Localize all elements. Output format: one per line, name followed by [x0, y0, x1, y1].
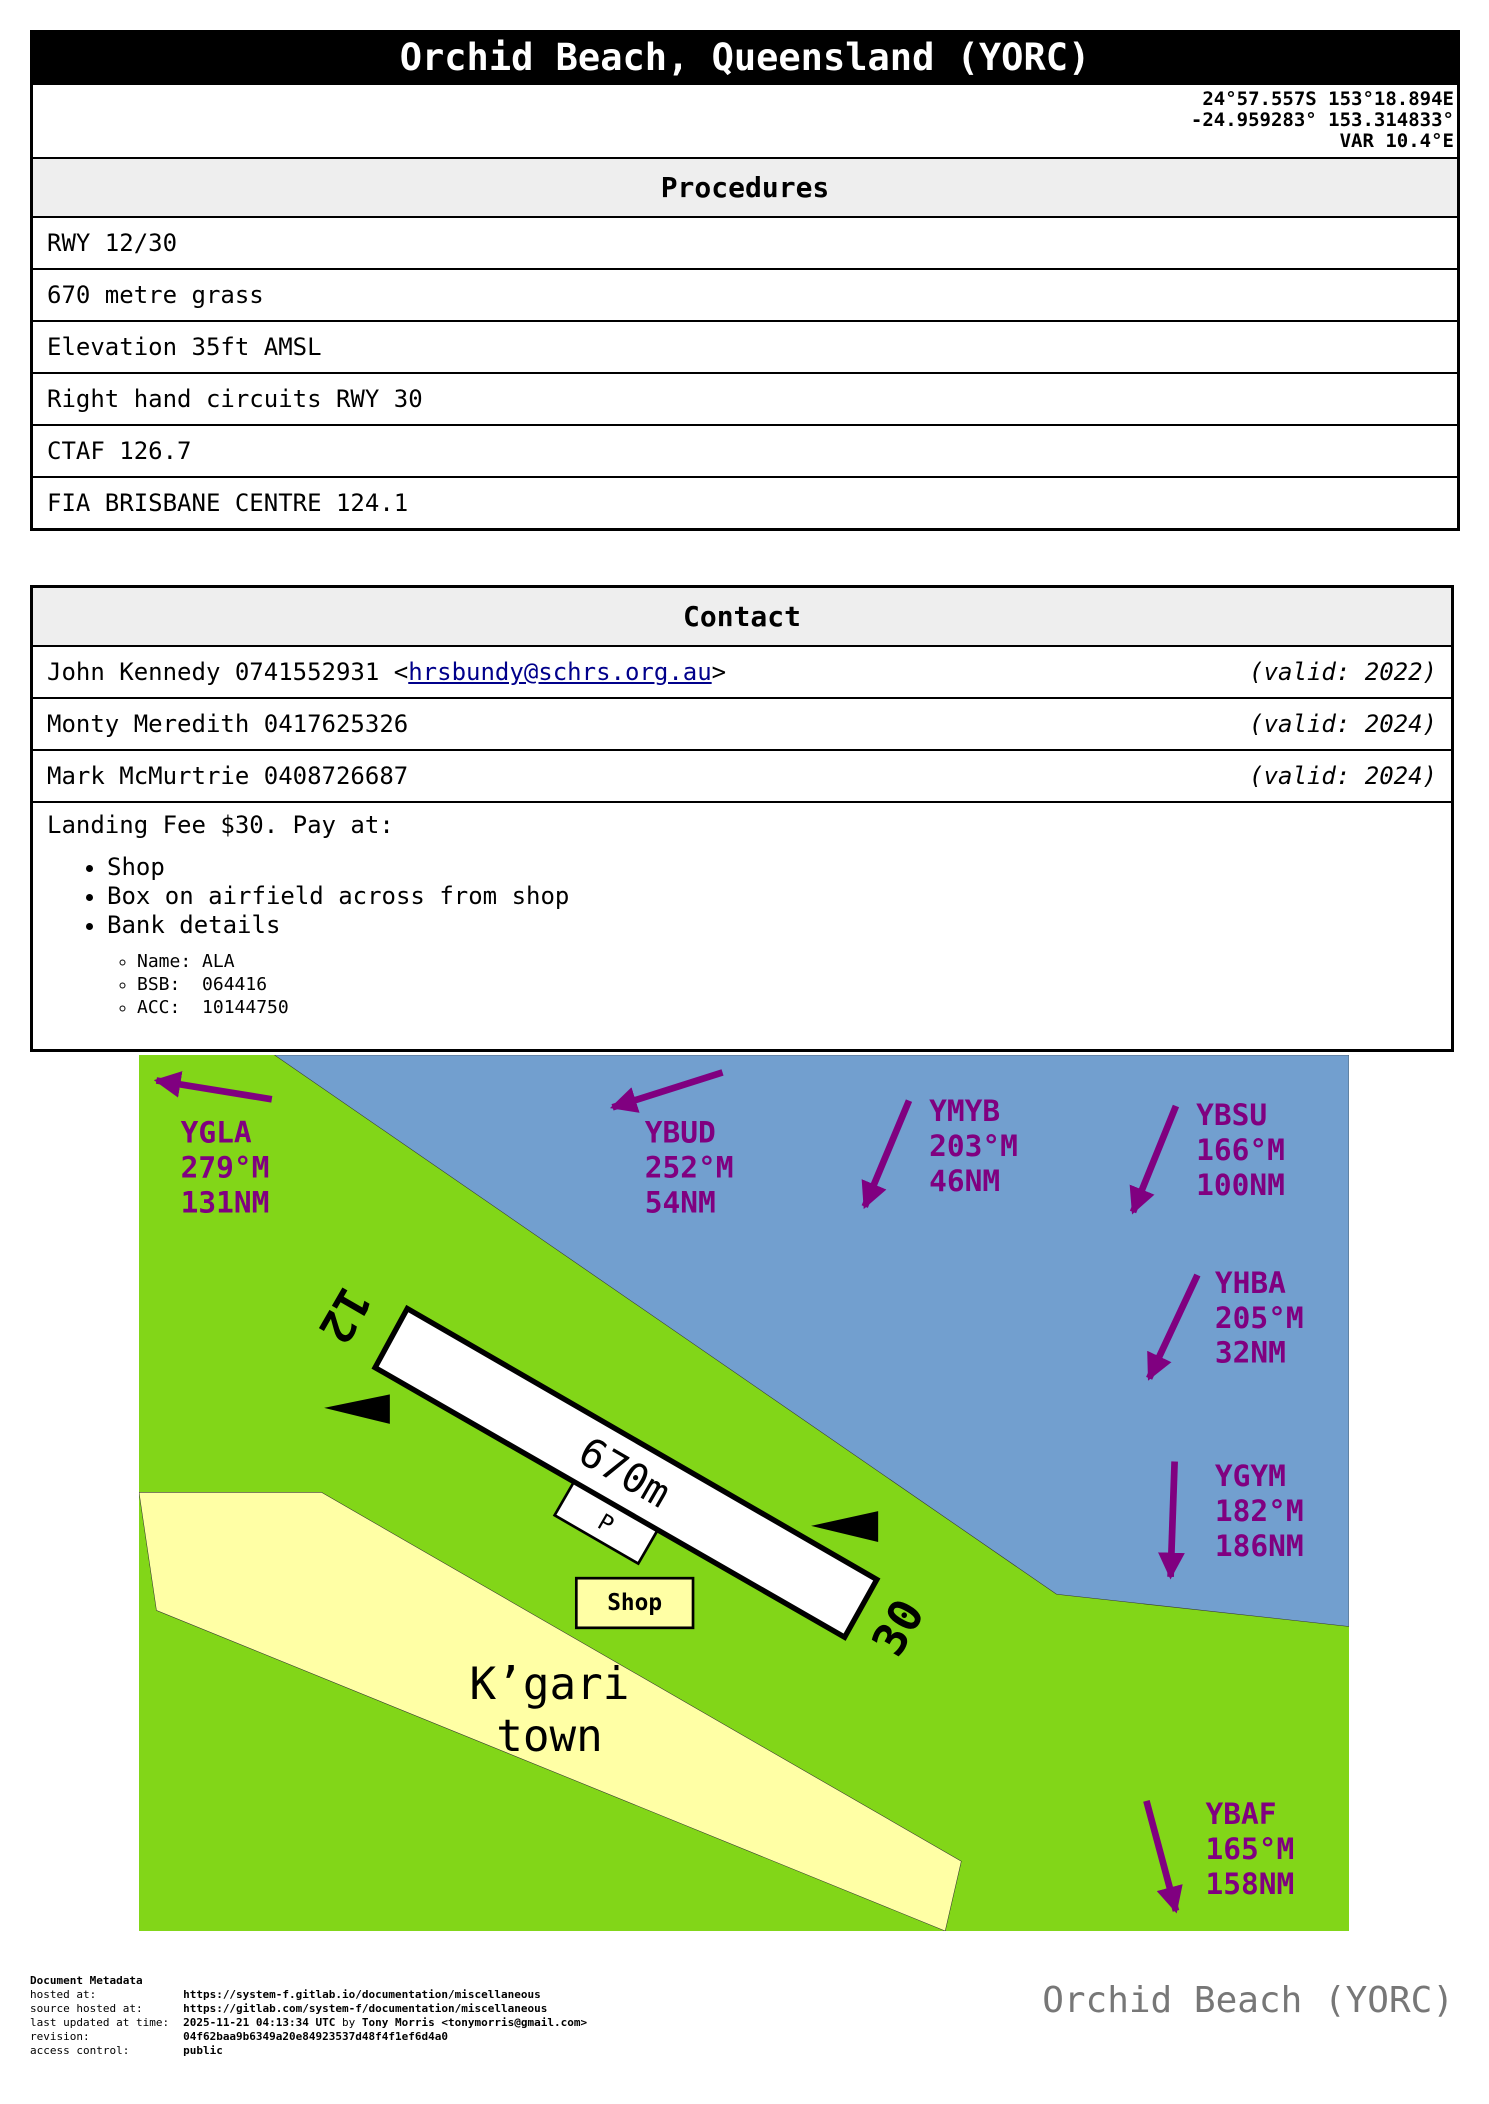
nav-dist-label: 158NM [1205, 1867, 1294, 1901]
procedure-row: 670 metre grass [33, 268, 1457, 320]
nav-arrow-icon [1143, 1799, 1183, 1914]
hosted-at-link[interactable]: https://system-f.gitlab.io/documentation… [183, 1988, 541, 2001]
contact-row: Monty Meredith 0417625326 (valid: 2024) [33, 697, 1451, 749]
procedure-text: 670 metre grass [47, 281, 264, 309]
magnetic-variation: VAR 10.4°E [1339, 130, 1454, 152]
nav-brg-label: 279°M [181, 1151, 270, 1185]
bank-acc: ACC: 10144750 [137, 996, 1437, 1019]
nav-brg-label: 182°M [1215, 1494, 1304, 1528]
coords-decimal: -24.959283° 153.314833° [1190, 109, 1454, 131]
procedure-row: Right hand circuits RWY 30 [33, 372, 1457, 424]
procedure-row: CTAF 126.7 [33, 424, 1457, 476]
procedure-text: CTAF 126.7 [47, 437, 192, 465]
circuit-direction-icon [324, 1394, 390, 1424]
procedure-row: Elevation 35ft AMSL [33, 320, 1457, 372]
procedure-row: RWY 12/30 [33, 216, 1457, 268]
nav-id-label: YBUD [645, 1116, 716, 1150]
contact-valid: (valid: 2024) [1249, 710, 1437, 738]
nav-dist-label: 54NM [645, 1185, 716, 1219]
nav-brg-label: 252°M [645, 1151, 734, 1185]
nav-id-label: YGYM [1215, 1459, 1286, 1493]
nav-id-label: YHBA [1215, 1266, 1286, 1300]
circuit-direction-icon [811, 1511, 879, 1542]
nav-dist-label: 46NM [929, 1164, 1000, 1198]
revision: 04f62baa9b6349a20e84923537d48f4f1ef6d4a0 [183, 2030, 448, 2043]
payment-item: Shop [107, 853, 1437, 882]
nav-arrow-icon [1129, 1104, 1180, 1215]
procedures-heading: Procedures [33, 157, 1457, 216]
parking-area: P [552, 1480, 659, 1566]
document-metadata: Document Metadata hosted at: https://syst… [30, 1974, 601, 2058]
procedures-box: Orchid Beach, Queensland (YORC) 24°57.55… [30, 30, 1460, 531]
metadata-key: hosted at: [30, 1988, 97, 2001]
landing-fee: Landing Fee $30. Pay at: Shop Box on air… [33, 801, 1451, 1027]
payment-item: Box on airfield across from shop [107, 882, 1437, 911]
updated-time: 2025-11-21 04:13:34 UTC [183, 2016, 336, 2029]
nav-arrow-icon [153, 1071, 273, 1103]
town-label: town [496, 1711, 603, 1762]
nav-dist-label: 186NM [1215, 1529, 1304, 1563]
nav-arrow-icon [1146, 1273, 1201, 1381]
nav-brg-label: 166°M [1196, 1133, 1285, 1167]
source-link[interactable]: https://gitlab.com/system-f/documentatio… [183, 2002, 548, 2015]
nav-arrow-icon [861, 1099, 913, 1210]
nav-id-label: YGLA [181, 1116, 252, 1150]
author: Tony Morris <tonymorris@gmail.com> [361, 2016, 588, 2029]
procedure-text: RWY 12/30 [47, 229, 178, 257]
footer-title: Orchid Beach (YORC) [1042, 1980, 1454, 2021]
coords-dms: 24°57.557S 153°18.894E [1202, 88, 1454, 110]
procedure-text: FIA BRISBANE CENTRE 124.1 [47, 489, 409, 517]
access-control: public [183, 2044, 223, 2057]
payment-item-text: Bank details [107, 911, 281, 939]
payment-list: Shop Box on airfield across from shop Ba… [47, 853, 1437, 1019]
nav-brg-label: 203°M [929, 1129, 1018, 1163]
coordinates: 24°57.557S 153°18.894E -24.959283° 153.3… [33, 83, 1457, 157]
contact-name: Mark McMurtrie 0408726687 [47, 762, 409, 790]
nav-brg-label: 165°M [1205, 1832, 1294, 1866]
nav-dist-label: 131NM [181, 1185, 270, 1219]
nav-dist-label: 100NM [1196, 1168, 1285, 1202]
contact-valid: (valid: 2024) [1249, 762, 1437, 790]
water-area [273, 1055, 1349, 1627]
metadata-key: source hosted at: [30, 2002, 143, 2015]
contact-valid: (valid: 2022) [1249, 658, 1437, 686]
shop-label: Shop [607, 1590, 662, 1616]
contact-box: Contact John Kennedy 0741552931 <hrsbund… [30, 585, 1454, 1052]
metadata-key: last updated at time: [30, 2016, 170, 2029]
metadata-key: revision: [30, 2030, 90, 2043]
procedure-text: Right hand circuits RWY 30 [47, 385, 423, 413]
payment-item: Bank details Name: ALA BSB: 064416 ACC: … [107, 911, 1437, 1019]
nav-arrow-icon [609, 1069, 724, 1113]
town-label: K’gari [470, 1659, 630, 1710]
contact-email-link[interactable]: hrsbundy@schrs.org.au [408, 658, 712, 686]
contact-name: Monty Meredith 0417625326 [47, 710, 409, 738]
nav-id-label: YBAF [1205, 1797, 1276, 1831]
nav-dist-label: 32NM [1215, 1336, 1286, 1370]
procedure-row: FIA BRISBANE CENTRE 124.1 [33, 476, 1457, 528]
procedure-text: Elevation 35ft AMSL [47, 333, 322, 361]
shop-box [574, 1576, 695, 1630]
bank-details: Name: ALA BSB: 064416 ACC: 10144750 [107, 950, 1437, 1019]
landing-fee-text: Landing Fee $30. Pay at: [47, 811, 394, 839]
contact-heading: Contact [33, 588, 1451, 645]
bank-name: Name: ALA [137, 950, 1437, 973]
bank-bsb: BSB: 064416 [137, 973, 1437, 996]
contact-row: John Kennedy 0741552931 <hrsbundy@schrs.… [33, 645, 1451, 697]
contact-email-close: > [711, 658, 727, 686]
metadata-heading: Document Metadata [30, 1974, 143, 1987]
aerodrome-map: 670m 12 30 P Shop K’gari town YGLA279°M1… [139, 1055, 1349, 1931]
nav-id-label: YBSU [1196, 1098, 1267, 1132]
page-title: Orchid Beach, Queensland (YORC) [33, 33, 1457, 83]
town-area [139, 1492, 962, 1931]
contact-row: Mark McMurtrie 0408726687 (valid: 2024) [33, 749, 1451, 801]
runway [371, 1304, 881, 1641]
nav-id-label: YMYB [929, 1094, 1000, 1128]
metadata-key: access control: [30, 2044, 130, 2057]
by-text: by [335, 2016, 362, 2029]
contact-name: John Kennedy 0741552931 < [47, 658, 409, 686]
nav-arrow-icon [1158, 1461, 1185, 1580]
nav-brg-label: 205°M [1215, 1301, 1304, 1335]
